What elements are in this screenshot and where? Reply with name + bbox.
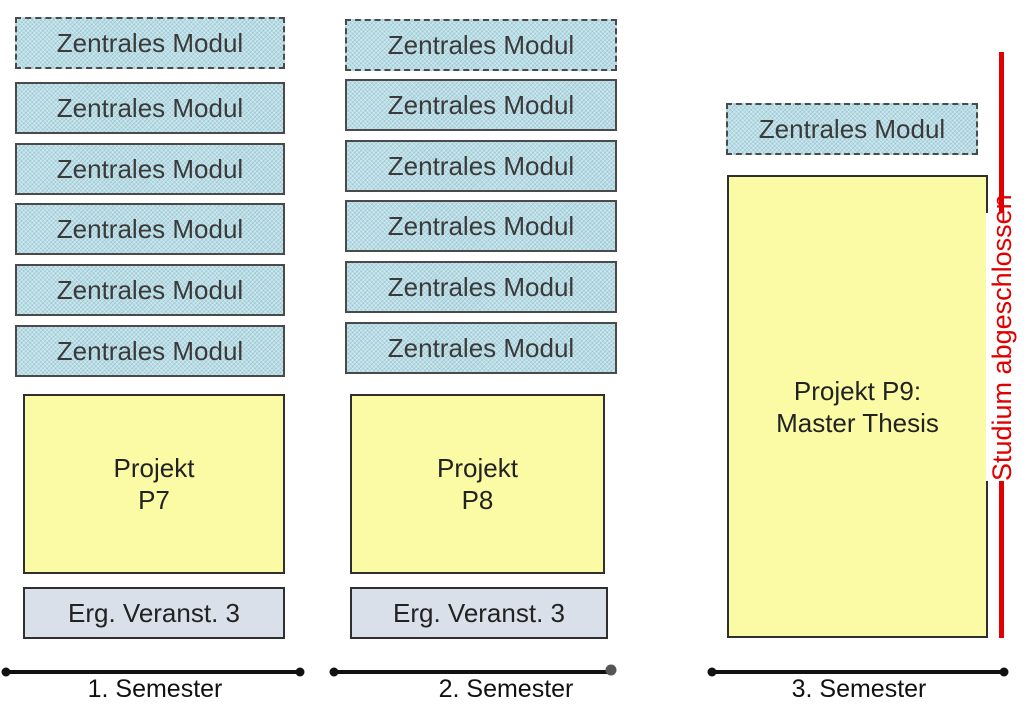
supplementary-course: Erg. Veranst. 3: [23, 587, 285, 639]
project-box: Projekt P7: [23, 394, 285, 574]
supplementary-course: Erg. Veranst. 3: [350, 587, 608, 639]
central-module: Zentrales Modul: [15, 264, 285, 316]
central-module: Zentrales Modul: [345, 79, 617, 131]
project-box: Projekt P8: [350, 394, 605, 574]
central-module: Zentrales Modul: [345, 322, 617, 374]
timeline-marker: [605, 664, 617, 676]
timeline-marker: [1, 667, 11, 677]
semester-label: 1. Semester: [87, 675, 223, 703]
central-module-optional: Zentrales Modul: [345, 19, 617, 71]
timeline-marker: [295, 667, 305, 677]
central-module: Zentrales Modul: [15, 203, 285, 255]
central-module-optional: Zentrales Modul: [15, 17, 285, 69]
semester-label: 2. Semester: [438, 675, 574, 703]
completion-label: Studium abgeschlossen: [986, 194, 1018, 481]
timeline-marker: [999, 667, 1009, 677]
central-module: Zentrales Modul: [15, 325, 285, 377]
central-module: Zentrales Modul: [345, 261, 617, 313]
timeline-marker: [707, 667, 717, 677]
central-module: Zentrales Modul: [15, 82, 285, 134]
semester-label: 3. Semester: [791, 675, 927, 703]
central-module: Zentrales Modul: [15, 143, 285, 195]
timeline: [1, 664, 1009, 677]
timeline-marker: [329, 667, 339, 677]
central-module: Zentrales Modul: [345, 200, 617, 252]
central-module-optional: Zentrales Modul: [726, 103, 978, 155]
central-module: Zentrales Modul: [345, 140, 617, 192]
master-thesis-box: Projekt P9: Master Thesis: [727, 175, 988, 638]
